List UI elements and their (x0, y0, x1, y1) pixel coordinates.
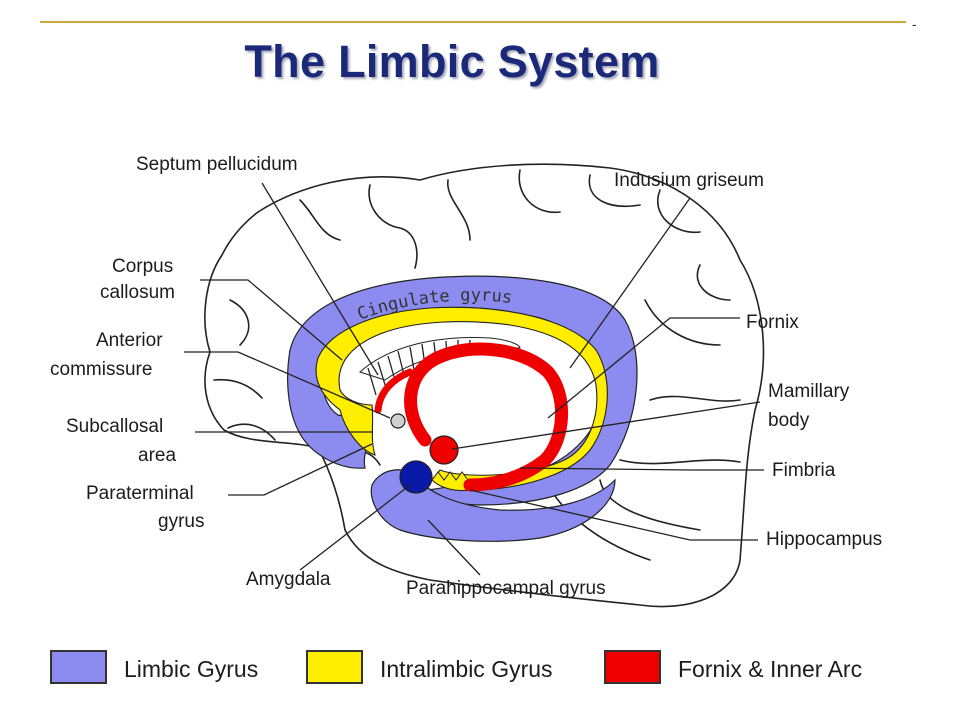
label-fimbria: Fimbria (772, 460, 836, 481)
label-parahippocampal-gyrus: Parahippocampal gyrus (406, 578, 606, 599)
brain-outline (204, 163, 765, 608)
label-mamillary-body-line1: Mamillary (768, 381, 850, 402)
label-hippocampus: Hippocampus (766, 529, 882, 550)
label-paraterminal-gyrus-line2: gyrus (158, 511, 204, 532)
legend: Limbic Gyrus Intralimbic Gyrus Fornix & … (0, 648, 960, 692)
label-mamillary-body-line2: body (768, 410, 810, 431)
label-corpus-callosum-line1: Corpus (112, 256, 173, 277)
label-indusium-griseum: Indusium griseum (614, 170, 764, 191)
hippocampus-teeth (431, 471, 469, 481)
label-subcallosal-area-line1: Subcallosal (66, 416, 163, 437)
legend-label-fornix: Fornix & Inner Arc (678, 656, 863, 682)
legend-swatch-limbic (50, 650, 107, 684)
anterior-commissure-node (390, 413, 406, 429)
fornix-inner-arc (374, 368, 414, 414)
legend-label-limbic: Limbic Gyrus (124, 656, 259, 682)
fornix-arc (404, 342, 569, 492)
header-rule (40, 21, 906, 23)
label-paraterminal-gyrus-line1: Paraterminal (86, 483, 194, 504)
label-subcallosal-area-line2: area (138, 445, 176, 466)
label-fornix: Fornix (746, 312, 799, 333)
amygdala-node (399, 460, 433, 494)
leader-lines (184, 182, 764, 576)
page-title: The Limbic System (244, 36, 660, 87)
mamillary-body-node (429, 435, 459, 465)
label-amygdala: Amygdala (246, 569, 331, 590)
legend-swatch-fornix (604, 650, 661, 684)
corner-mark: - (912, 16, 917, 32)
label-septum-pellucidum: Septum pellucidum (136, 154, 298, 175)
label-corpus-callosum-line2: callosum (100, 282, 175, 303)
label-anterior-commissure-line1: Anterior (96, 330, 163, 351)
label-anterior-commissure-line2: commissure (50, 359, 152, 380)
legend-label-intralimbic: Intralimbic Gyrus (380, 656, 553, 682)
legend-swatch-intralimbic (306, 650, 363, 684)
